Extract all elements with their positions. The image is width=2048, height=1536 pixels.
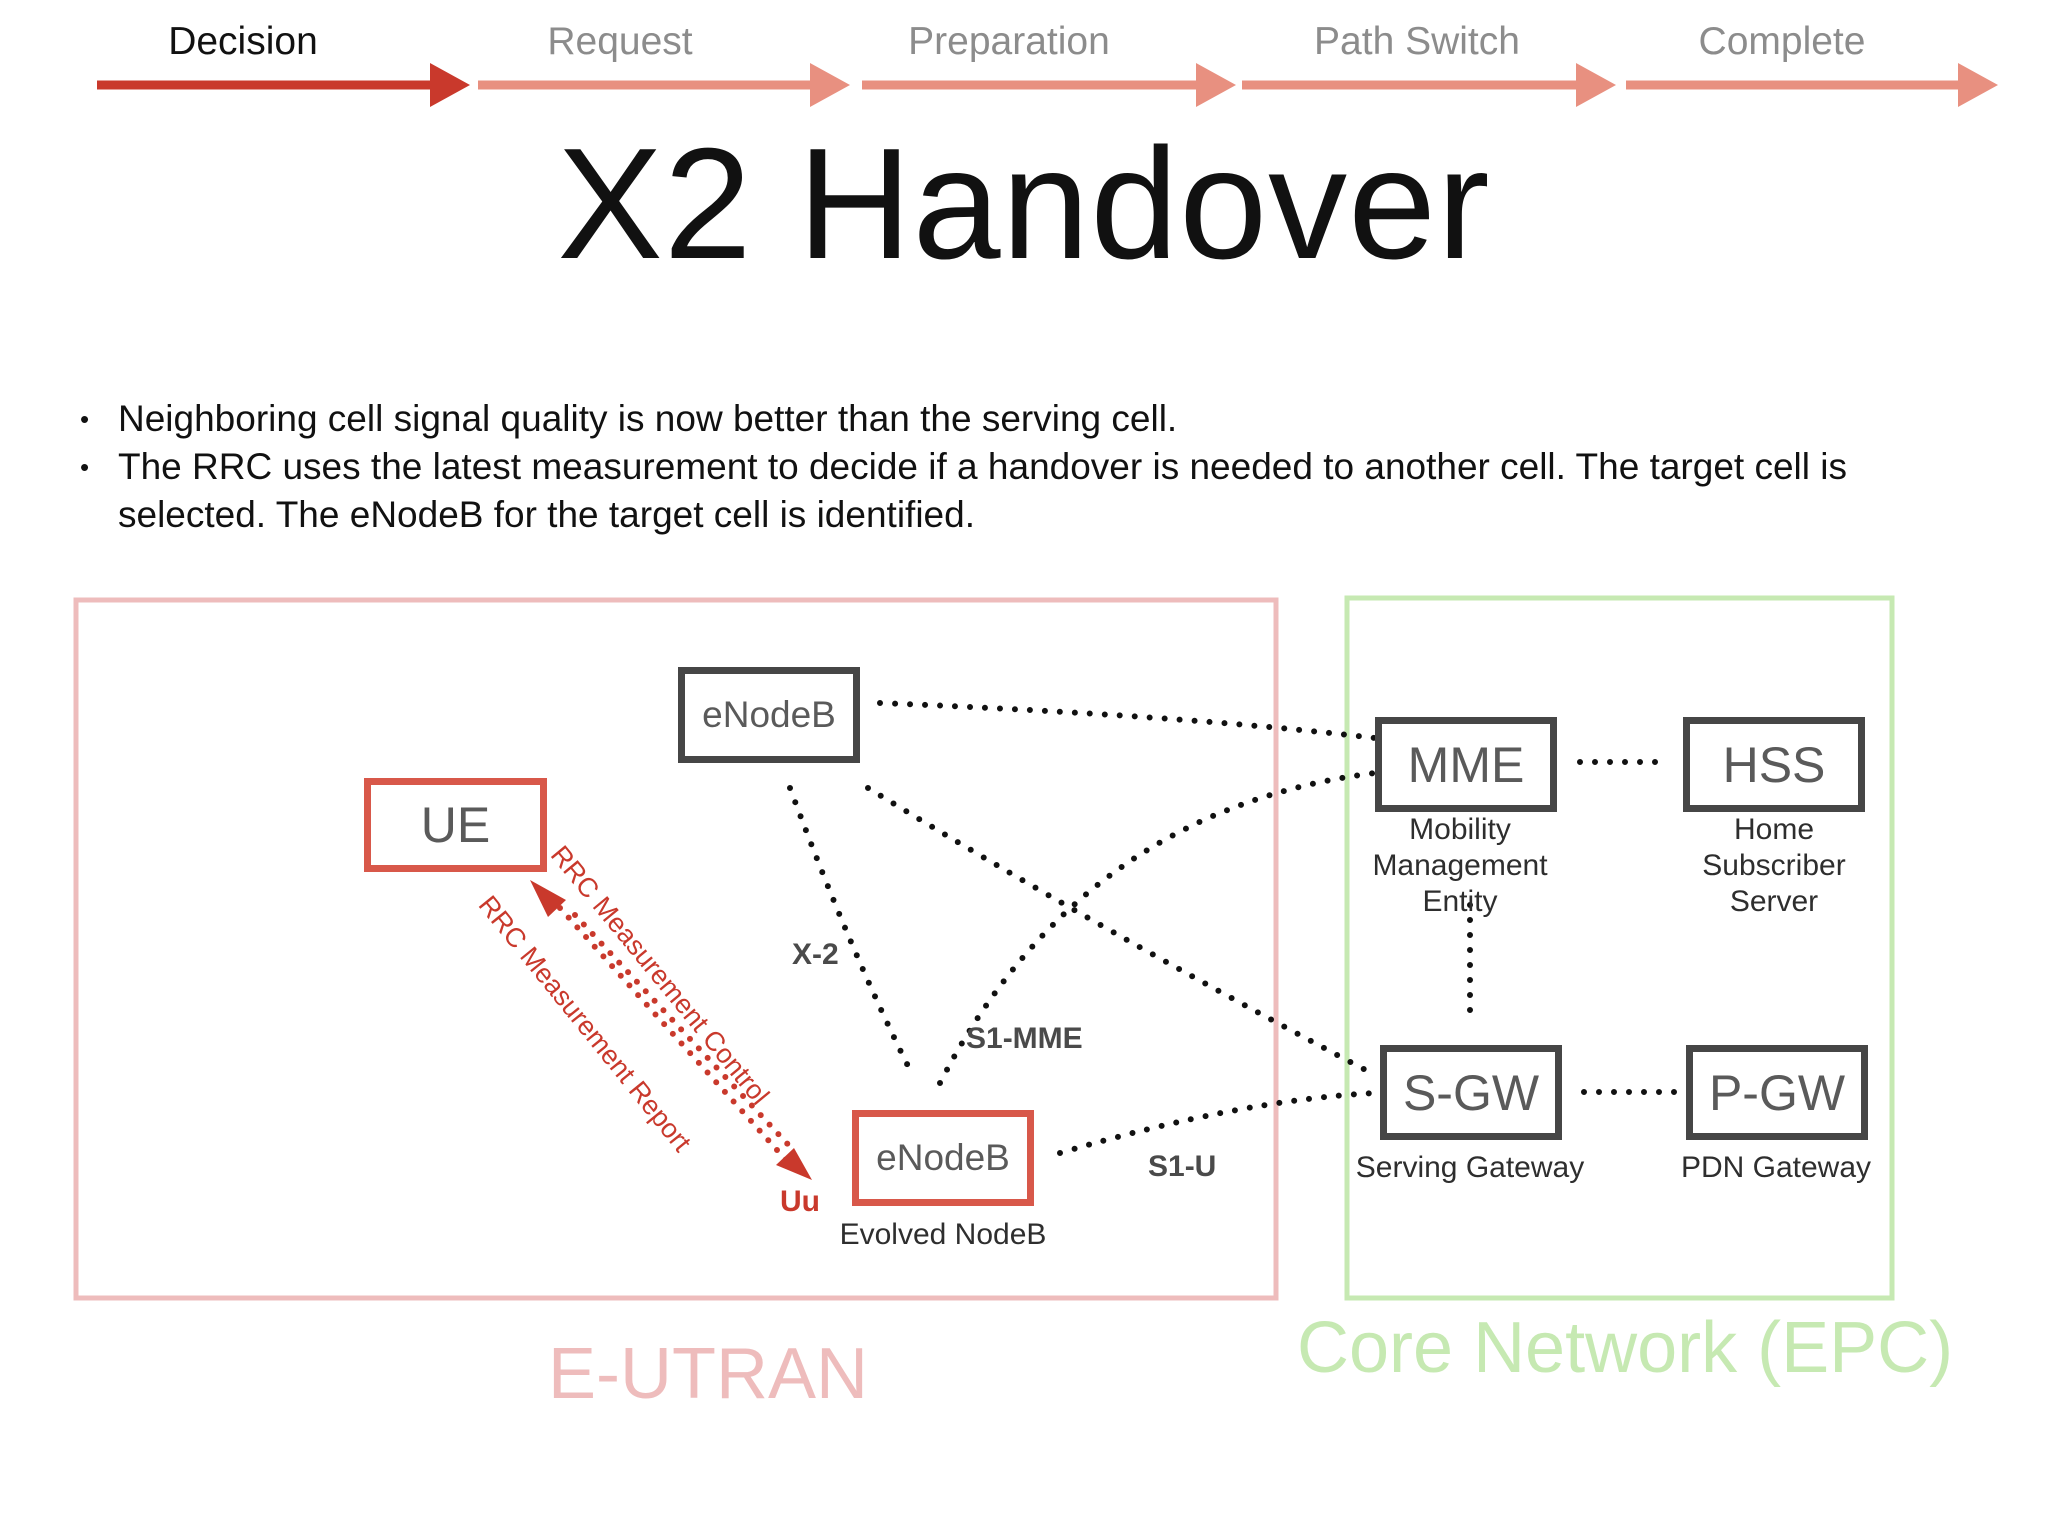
step-arrow-path-switch — [1242, 63, 1616, 107]
enodeb-target-node: eNodeB — [678, 667, 860, 763]
mme-caption-line: Management — [1372, 849, 1548, 882]
hss-caption-line: Server — [1729, 885, 1819, 918]
pgw-label: P-GW — [1708, 1064, 1846, 1121]
interface-s1-u: S1-U — [1148, 1150, 1217, 1183]
enodeb-caption: Evolved NodeB — [839, 1218, 1047, 1251]
enodeb-source-node: eNodeB — [852, 1110, 1034, 1206]
step-path-switch: Path Switch — [1314, 20, 1520, 63]
mme-caption-line: Mobility — [1409, 813, 1511, 846]
arrowhead-rrc-control — [776, 1148, 812, 1180]
hss-node: HSS — [1683, 717, 1865, 812]
ue-label: UE — [420, 797, 491, 853]
step-request: Request — [547, 20, 693, 63]
ue-node: UE — [364, 778, 547, 872]
link-s1-mme — [937, 770, 1378, 1086]
arrowhead-rrc-report — [530, 880, 566, 917]
mme-caption-line: Entity — [1422, 885, 1498, 918]
link-rrc-report — [557, 905, 789, 1163]
hss-caption-line: Home — [1733, 813, 1815, 846]
sgw-node: S-GW — [1380, 1045, 1562, 1140]
eutran-region — [73, 597, 1279, 1301]
link-enodeb-mme — [877, 700, 1378, 741]
enodeb-source-label: eNodeB — [876, 1137, 1010, 1178]
link-enodeb-sgw — [865, 785, 1378, 1078]
mme-label: MME — [1407, 736, 1525, 793]
step-decision: Decision — [168, 20, 318, 63]
sgw-caption: Serving Gateway — [1355, 1151, 1585, 1184]
hss-caption: Home Subscriber Server — [1654, 812, 1894, 920]
interface-x2: X-2 — [792, 938, 839, 971]
hss-label: HSS — [1722, 736, 1826, 793]
enodeb-target-label: eNodeB — [702, 694, 836, 735]
bullet-item: Neighboring cell signal quality is now b… — [80, 395, 1960, 443]
step-arrow-request — [478, 63, 850, 107]
step-complete: Complete — [1698, 20, 1866, 63]
epc-region — [1344, 595, 1895, 1301]
mme-node: MME — [1375, 717, 1557, 812]
pgw-node: P-GW — [1686, 1045, 1868, 1140]
page-title: X2 Handover — [557, 116, 1491, 292]
step-arrow-decision — [97, 63, 470, 107]
link-s1-u — [1057, 1090, 1378, 1156]
mme-caption: Mobility Management Entity — [1340, 812, 1580, 920]
sgw-label: S-GW — [1402, 1064, 1540, 1121]
link-rrc-control — [572, 912, 798, 1155]
pgw-caption: PDN Gateway — [1680, 1151, 1872, 1184]
bullet-item: The RRC uses the latest measurement to d… — [80, 443, 1960, 539]
bullet-list: Neighboring cell signal quality is now b… — [80, 395, 1960, 539]
phase-arrows — [97, 63, 1998, 107]
step-arrow-preparation — [862, 63, 1236, 107]
step-arrow-complete — [1626, 63, 1998, 107]
hss-caption-line: Subscriber — [1702, 849, 1846, 882]
eutran-label: E-UTRAN — [548, 1334, 868, 1414]
interface-s1-mme: S1-MME — [966, 1022, 1083, 1055]
epc-label: Core Network (EPC) — [1297, 1308, 1954, 1388]
step-preparation: Preparation — [908, 20, 1110, 63]
interface-uu: Uu — [780, 1185, 820, 1218]
link-x2 — [787, 785, 913, 1073]
